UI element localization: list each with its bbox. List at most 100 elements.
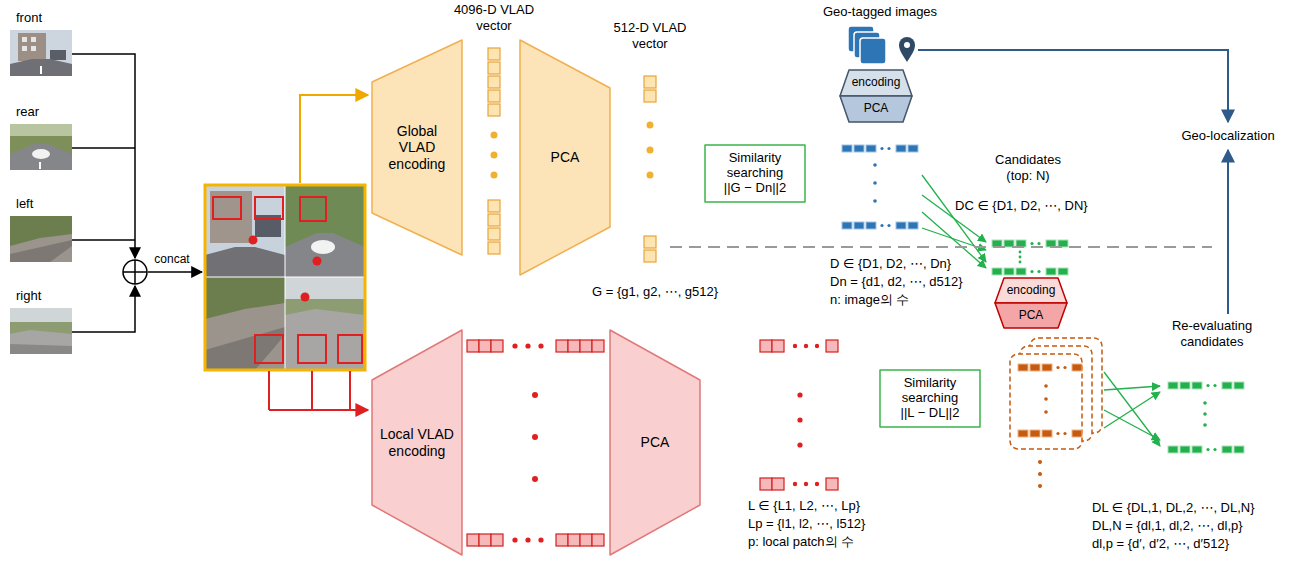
database-vectors (842, 145, 918, 229)
node-outline-shape (705, 145, 805, 202)
concatenated-image-part (311, 240, 335, 254)
candidate-vectors-part (1019, 256, 1022, 259)
annotation-label: DC ∈ {D1, D2, ⋯, DN} (955, 198, 1088, 214)
camera-thumbnail-part (10, 216, 72, 262)
annotation-label: n: image의 수 (830, 292, 909, 308)
camera-thumbnail-part (32, 149, 50, 159)
candidate-local-sets-part (1038, 484, 1042, 488)
concatenated-image-part-part (338, 335, 362, 363)
annotation-label: p: local patch의 수 (748, 534, 854, 550)
concatenated-image-part (205, 327, 285, 370)
candidate-local-sets-part (1044, 397, 1048, 401)
camera-thumbnail-part (22, 46, 27, 51)
node-text: PCA (1005, 309, 1057, 323)
encoder-trapezoid: encoding (840, 70, 912, 96)
node-text-group: encoding (850, 76, 902, 90)
candidate-vectors-part (992, 268, 1068, 275)
local-pca-vectors-part (760, 340, 838, 352)
vlad-vector-512-part (647, 122, 654, 129)
concatenated-image-part (205, 247, 285, 277)
local-pca-vectors (760, 340, 838, 490)
annotation-label: D ∈ {D1, D2, ⋯, Dn} (830, 256, 951, 272)
annotation-label: dl,p = {d′, d′2, ⋯, d′512} (1092, 536, 1229, 552)
vlad-vector-4096-part (488, 104, 500, 116)
vlad-vector-512-part (644, 76, 656, 88)
pca-trapezoid: PCA (610, 330, 700, 555)
camera-thumbnail (10, 216, 72, 262)
re-evaluated-vectors (1168, 382, 1244, 453)
vlad-vector-512-part (647, 147, 654, 154)
concatenated-image-part (285, 309, 365, 370)
annotation-label: concat (140, 252, 204, 266)
camera-thumbnail-part (10, 308, 72, 322)
re-evaluation-arrow-part (1104, 372, 1160, 446)
camera-thumbnail-part (10, 30, 72, 76)
concat-wire-part (148, 271, 202, 273)
database-vectors-part (842, 145, 918, 152)
concatenated-image-part (205, 185, 365, 370)
branch-separator (670, 247, 1212, 248)
candidate-local-sets-part (1018, 364, 1082, 371)
annotation-label: Geo-tagged images (805, 4, 955, 20)
vlad-vector-4096-part (491, 132, 498, 139)
location-link (918, 50, 1228, 314)
annotation-label: rear (16, 104, 39, 120)
pca-trapezoid: PCA (840, 96, 912, 122)
re-evaluation-arrow-part (1104, 392, 1160, 428)
candidate-local-sets-part (1018, 430, 1082, 437)
node-text: ||L − DL||2 (886, 406, 974, 421)
local-vlad-vectors (467, 340, 604, 546)
node-text: PCA (850, 102, 902, 116)
local-pca-vectors-part (760, 478, 838, 490)
node-text: PCA (616, 434, 694, 450)
annotation-label: Geo-localization (1161, 128, 1295, 144)
concat-symbol-part (123, 260, 147, 284)
database-vectors-part (873, 199, 877, 203)
camera-thumbnail-part (10, 144, 72, 170)
node-text-group: PCA (850, 102, 902, 116)
candidate-selection-arrow-part (922, 175, 986, 262)
annotation-label: L ∈ {L1, L2, ⋯, Lp} (748, 498, 860, 514)
node-text: Similarity searching (711, 151, 799, 181)
annotation-label: Candidates (top: N) (982, 152, 1074, 183)
vlad-vector-4096-part (488, 200, 500, 212)
node-outline-shape (840, 70, 912, 96)
location-link-part (1227, 150, 1229, 314)
node-outline-shape (372, 40, 462, 255)
camera-thumbnail-part (10, 344, 72, 354)
local-vlad-vectors-part (532, 434, 538, 440)
branch-separator-part (670, 246, 1212, 248)
location-pin-part (904, 42, 910, 48)
node-outline-shape (880, 370, 980, 427)
encoder-trapezoid: Global VLAD encoding (372, 40, 462, 255)
vlad-vector-4096-part (488, 62, 500, 74)
node-outline-shape (520, 40, 610, 275)
annotation-label: DL ∈ {DL,1, DL,2, ⋯, DL,N} (1092, 500, 1255, 516)
re-evaluation-arrow (1104, 372, 1160, 446)
camera-thumbnail (10, 124, 72, 170)
local-patch-arrow-part (269, 409, 368, 411)
geotagged-image-stack-part (860, 38, 886, 64)
concatenated-image-part (205, 185, 285, 277)
candidate-local-sets (1010, 338, 1102, 488)
local-vlad-vectors-part (532, 476, 538, 482)
database-vectors-part (873, 163, 877, 167)
concat-symbol (123, 260, 147, 284)
candidate-vectors-part (1019, 261, 1022, 264)
concatenated-image-part (301, 293, 310, 302)
vlad-vector-512-part (644, 90, 656, 102)
candidate-vectors-part (992, 240, 1068, 247)
re-evaluated-vectors-part (1168, 446, 1244, 453)
concat-wire (72, 54, 202, 332)
camera-thumbnail-part (10, 124, 72, 170)
concatenated-image-part-part (255, 197, 283, 219)
camera-thumbnail-part (22, 37, 27, 42)
encoder-trapezoid: encoding (995, 278, 1067, 303)
node-text: encoding (1005, 284, 1057, 298)
vlad-vector-4096-part (491, 172, 498, 179)
camera-thumbnail-part (39, 162, 41, 169)
node-outline-shape (610, 330, 700, 555)
re-evaluation-arrow-part (1104, 386, 1160, 390)
local-patch-arrow (269, 371, 368, 410)
concatenated-image-part (249, 236, 258, 245)
